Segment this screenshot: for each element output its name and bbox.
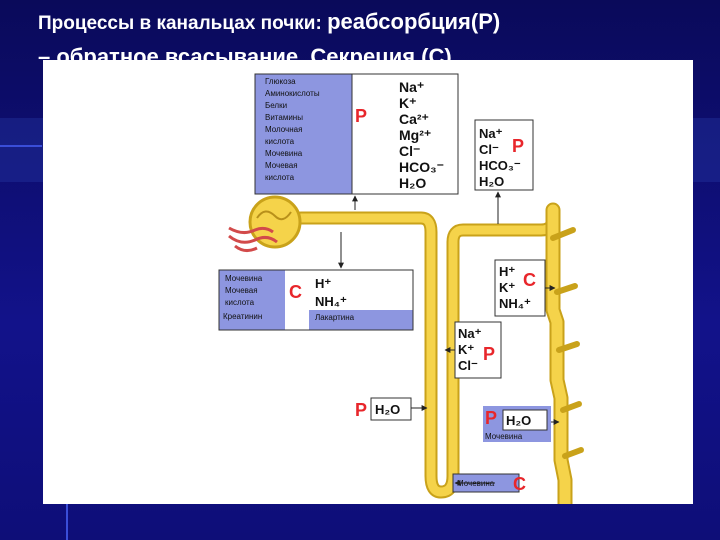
water-left-box: Р H₂O <box>355 398 427 420</box>
rt-ion-3: HCO₃⁻ <box>479 158 521 173</box>
glomerulus <box>229 197 300 251</box>
top-list-6: кислота <box>265 137 295 146</box>
lm-list-4: Креатинин <box>223 312 262 321</box>
top-ion-2: K⁺ <box>399 95 417 111</box>
top-list-2: Аминокислоты <box>265 89 320 98</box>
c-ion-3: Cl⁻ <box>458 358 478 373</box>
top-list-8: Мочевая <box>265 161 298 170</box>
title-line1-part2: реабсорбция(Р) <box>327 9 500 34</box>
top-ion-6: HCO₃⁻ <box>399 159 444 175</box>
rm-ion-2: K⁺ <box>499 280 515 295</box>
rt-letter: Р <box>512 136 524 156</box>
lm-ion-1: H⁺ <box>315 276 331 291</box>
top-ion-5: Cl⁻ <box>399 143 420 159</box>
lm-list-3: кислота <box>225 298 255 307</box>
title-line1-part1: Процессы в канальцах почки: <box>38 13 327 34</box>
decorative-line-horizontal <box>0 145 42 147</box>
right-top-reabsorption-box: Na⁺ Cl⁻ HCO₃⁻ H₂O Р <box>475 120 533 224</box>
diagram-panel: Глюкоза Аминокислоты Белки Витамины Моло… <box>43 60 693 504</box>
bottom-letter: С <box>513 474 526 494</box>
nephron-tubule <box>301 210 581 504</box>
c-ion-2: K⁺ <box>458 342 474 357</box>
rm-ion-1: H⁺ <box>499 264 515 279</box>
lm-list-1: Мочевина <box>225 274 263 283</box>
wr-letter: Р <box>485 408 497 428</box>
water-right-box: Р H₂O Мочевина <box>483 406 559 442</box>
rt-ion-2: Cl⁻ <box>479 142 499 157</box>
top-ion-1: Na⁺ <box>399 79 424 95</box>
top-list-5: Молочная <box>265 125 302 134</box>
top-list-4: Витамины <box>265 113 303 122</box>
top-ion-4: Mg²⁺ <box>399 127 431 143</box>
top-list-1: Глюкоза <box>265 77 296 86</box>
top-reabsorption-box: Глюкоза Аминокислоты Белки Витамины Моло… <box>255 74 458 210</box>
wl-letter: Р <box>355 400 367 420</box>
left-mid-secretion-box: Мочевина Мочевая кислота Креатинин С H⁺ … <box>219 232 413 330</box>
top-list-7: Мочевина <box>265 149 303 158</box>
top-letter: Р <box>355 106 367 126</box>
bottom-secretion-box: Мочевина С <box>453 474 526 494</box>
top-list-9: кислота <box>265 173 295 182</box>
top-ion-7: H₂O <box>399 175 426 191</box>
rt-ion-4: H₂O <box>479 174 504 189</box>
rt-ion-1: Na⁺ <box>479 126 503 141</box>
decorative-line-vertical <box>66 504 68 540</box>
rm-ion-3: NH₄⁺ <box>499 296 531 311</box>
top-ion-3: Ca²⁺ <box>399 111 429 127</box>
lm-ion-2: NH₄⁺ <box>315 294 347 309</box>
nephron-diagram: Глюкоза Аминокислоты Белки Витамины Моло… <box>43 60 693 504</box>
c-ion-1: Na⁺ <box>458 326 482 341</box>
lm-letter: С <box>289 282 302 302</box>
rm-letter: С <box>523 270 536 290</box>
lm-list-2: Мочевая <box>225 286 258 295</box>
wr-sub: Мочевина <box>485 432 523 441</box>
top-list-3: Белки <box>265 101 287 110</box>
wr-label: H₂O <box>506 413 531 428</box>
c-letter: Р <box>483 344 495 364</box>
lm-extra: Лакартина <box>315 313 355 322</box>
wl-label: H₂O <box>375 402 400 417</box>
